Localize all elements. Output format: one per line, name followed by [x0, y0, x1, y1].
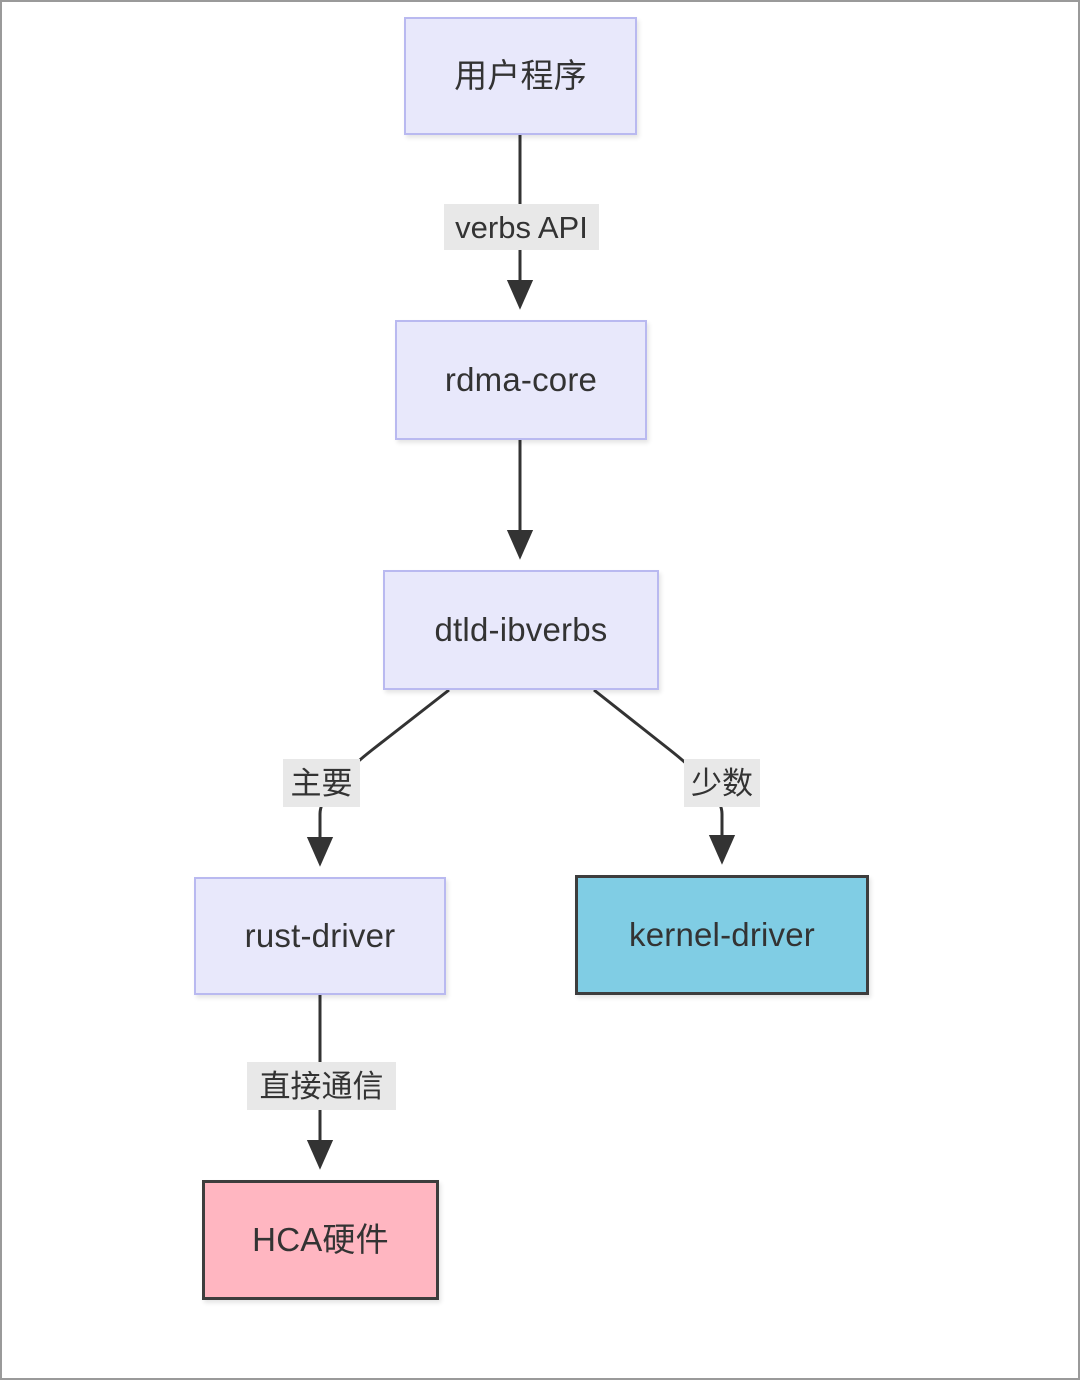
node-rust-driver[interactable]: rust-driver	[194, 877, 446, 995]
node-label: 用户程序	[454, 57, 587, 95]
node-label: dtld-ibverbs	[434, 611, 608, 649]
node-label: kernel-driver	[629, 916, 815, 954]
node-label: rust-driver	[244, 917, 396, 955]
edge-label-text: verbs API	[455, 209, 588, 245]
edge-label-direct-communication: 直接通信	[247, 1062, 396, 1110]
edge-label-verbs-api: verbs API	[444, 204, 599, 250]
node-label: HCA硬件	[252, 1221, 389, 1259]
edge-label-text: 主要	[290, 765, 353, 801]
node-rdma-core[interactable]: rdma-core	[395, 320, 647, 440]
node-hca-hardware[interactable]: HCA硬件	[202, 1180, 439, 1300]
node-user-program[interactable]: 用户程序	[404, 17, 637, 135]
edge-label-minority: 少数	[684, 759, 760, 807]
node-dtld-ibverbs[interactable]: dtld-ibverbs	[383, 570, 659, 690]
edge-label-text: 少数	[691, 765, 753, 801]
node-kernel-driver[interactable]: kernel-driver	[575, 875, 869, 995]
edge-label-primary: 主要	[283, 759, 360, 807]
edge-label-text: 直接通信	[259, 1068, 384, 1104]
node-label: rdma-core	[444, 361, 598, 399]
